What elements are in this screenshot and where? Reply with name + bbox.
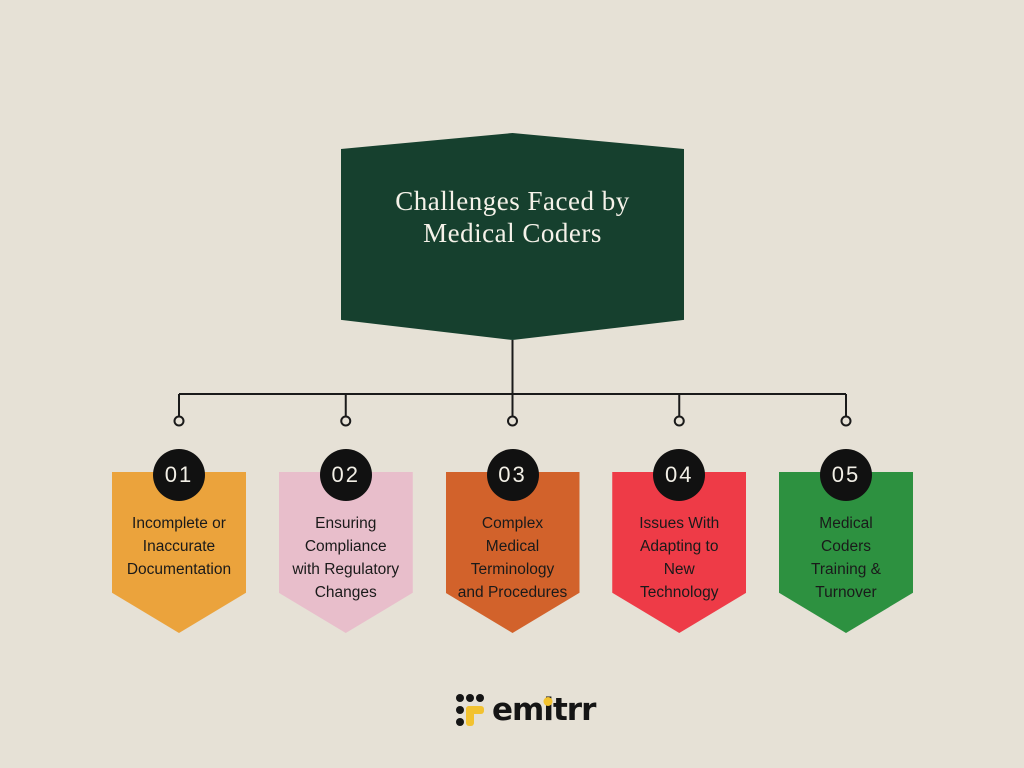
challenge-card-02: 02 Ensuring Compliance with Regulatory C… [278, 449, 413, 633]
number-badge: 04 [653, 449, 706, 501]
card-label: Issues With Adapting to New Technology [639, 515, 720, 601]
connector-node-4 [673, 415, 685, 427]
emitrr-logo: emitrr [456, 692, 596, 728]
header-banner: Challenges Faced by Medical Coders [341, 133, 684, 340]
card-label: Complex Medical Terminology and Procedur… [457, 515, 568, 601]
number-badge: 02 [319, 449, 372, 501]
connector-node-5 [840, 415, 852, 427]
emitrr-logo-icon [456, 694, 484, 726]
challenge-card-05: 05 Medical Coders Training & Turnover [779, 449, 913, 633]
card-label: Incomplete or Inaccurate Documentation [126, 515, 232, 578]
connector-node-1 [173, 415, 185, 427]
number-badge: 01 [153, 449, 205, 501]
connector-node-3 [507, 415, 518, 427]
number-badge: 03 [486, 449, 539, 501]
card-label: Medical Coders Training & Turnover [810, 515, 882, 601]
connector-node-2 [340, 415, 352, 427]
card-label: Ensuring Compliance with Regulatory Chan… [292, 515, 400, 601]
challenge-card-04: 04 Issues With Adapting to New Technolog… [612, 449, 747, 633]
number-badge: 05 [820, 449, 872, 501]
page-title: Challenges Faced by Medical Coders [395, 186, 630, 248]
challenge-card-01: 01 Incomplete or Inaccurate Documentatio… [112, 449, 246, 633]
emitrr-wordmark: emitrr [492, 692, 596, 728]
logo-letter-i: i [543, 692, 554, 728]
challenge-card-03: 03 Complex Medical Terminology and Proce… [445, 449, 580, 633]
